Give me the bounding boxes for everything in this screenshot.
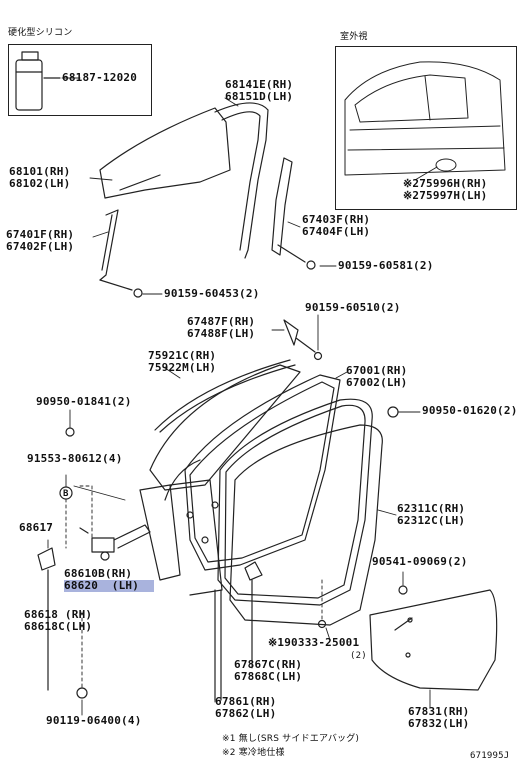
silicone-tube-icon: [15, 51, 61, 111]
door-weatherstrip-shape: [184, 374, 341, 571]
outer-seal-shape: [229, 424, 383, 626]
window-glass-shape: [99, 107, 231, 199]
part-68102[interactable]: 68102(LH): [9, 177, 71, 190]
part-90333[interactable]: ※190333-25001: [268, 636, 360, 649]
part-90159-60453[interactable]: 90159-60453(2): [164, 287, 260, 300]
part-67403[interactable]: 67403F(RH): [302, 213, 371, 226]
clip-icon: [398, 585, 408, 595]
leader-lines: [47, 77, 431, 716]
part-67867[interactable]: 67867C(RH): [234, 658, 303, 671]
note-1: ※1 無し(SRS サイドエアバッグ): [222, 734, 360, 744]
diagram-id: 671995J: [470, 751, 510, 761]
part-68187[interactable]: 68187-12020: [62, 71, 138, 84]
part-68618c[interactable]: 68618C(LH): [24, 620, 93, 633]
door-check-shape: [79, 524, 151, 561]
glass-run-channel-shape: [214, 102, 269, 259]
part-67861[interactable]: 67861(RH): [215, 695, 277, 708]
part-90541[interactable]: 90541-09069(2): [372, 555, 468, 568]
part-91553[interactable]: 91553-80612(4): [27, 452, 123, 465]
service-hole-cover-shape: [369, 589, 498, 691]
part-68101[interactable]: 68101(RH): [9, 165, 71, 178]
front-run-channel-shape: [99, 209, 143, 298]
part-67487[interactable]: 67487F(RH): [187, 315, 256, 328]
part-67002[interactable]: 67002(LH): [346, 376, 408, 389]
part-68618[interactable]: 68618 (RH): [24, 608, 93, 621]
part-67831[interactable]: 67831(RH): [408, 705, 470, 718]
exterior-view-box: [335, 46, 517, 210]
car-exterior-view-sketch: [344, 61, 506, 181]
grommet-icon: [387, 406, 399, 418]
part-68610[interactable]: 68610B(RH): [64, 567, 133, 580]
door-opening-seal-shape: [217, 398, 373, 606]
part-75922[interactable]: 75922M(LH): [148, 361, 217, 374]
silicone-title: 硬化型シリコン: [8, 28, 73, 38]
note-2: ※2 寒冷地仕様: [222, 748, 285, 758]
part-90333-qty: (2): [350, 651, 367, 661]
bolt-icon: [65, 427, 75, 437]
clip-piece-shape: [244, 561, 263, 661]
part-75996[interactable]: ※275996H(RH): [403, 177, 488, 190]
part-90950-01620[interactable]: 90950-01620(2): [422, 404, 518, 417]
screw-icon: [317, 619, 327, 629]
belt-weatherstrip-shape: [154, 359, 296, 433]
part-67832[interactable]: 67832(LH): [408, 717, 470, 730]
part-75921[interactable]: 75921C(RH): [148, 349, 217, 362]
silicone-box: [8, 44, 152, 116]
part-67001[interactable]: 67001(RH): [346, 364, 408, 377]
marker-b: B: [63, 489, 69, 499]
bolt-icon-2: [76, 687, 88, 699]
part-68151[interactable]: 68151D(LH): [225, 90, 294, 103]
part-90119[interactable]: 90119-06400(4): [46, 714, 142, 727]
corner-piece-shape: [283, 319, 323, 361]
part-67862[interactable]: 67862(LH): [215, 707, 277, 720]
part-90159-60510[interactable]: 90159-60510(2): [305, 301, 401, 314]
part-90950-01841[interactable]: 90950-01841(2): [36, 395, 132, 408]
part-67404[interactable]: 67404F(LH): [302, 225, 371, 238]
part-67488[interactable]: 67488F(LH): [187, 327, 256, 340]
part-90159-60581[interactable]: 90159-60581(2): [338, 259, 434, 272]
part-67401[interactable]: 67401F(RH): [6, 228, 75, 241]
part-68617[interactable]: 68617: [19, 521, 54, 534]
rear-run-channel-shape: [271, 157, 316, 270]
part-68620-highlighted[interactable]: 68620 (LH): [64, 580, 154, 592]
part-68141[interactable]: 68141E(RH): [225, 78, 294, 91]
part-67402[interactable]: 67402F(LH): [6, 240, 75, 253]
part-62311[interactable]: 62311C(RH): [397, 502, 466, 515]
part-67868[interactable]: 67868C(LH): [234, 670, 303, 683]
exterior-view-title: 室外視: [340, 32, 368, 42]
dashed-leaders: [47, 485, 323, 691]
part-75997[interactable]: ※275997H(LH): [403, 189, 488, 202]
part-62312[interactable]: 62312C(LH): [397, 514, 466, 527]
